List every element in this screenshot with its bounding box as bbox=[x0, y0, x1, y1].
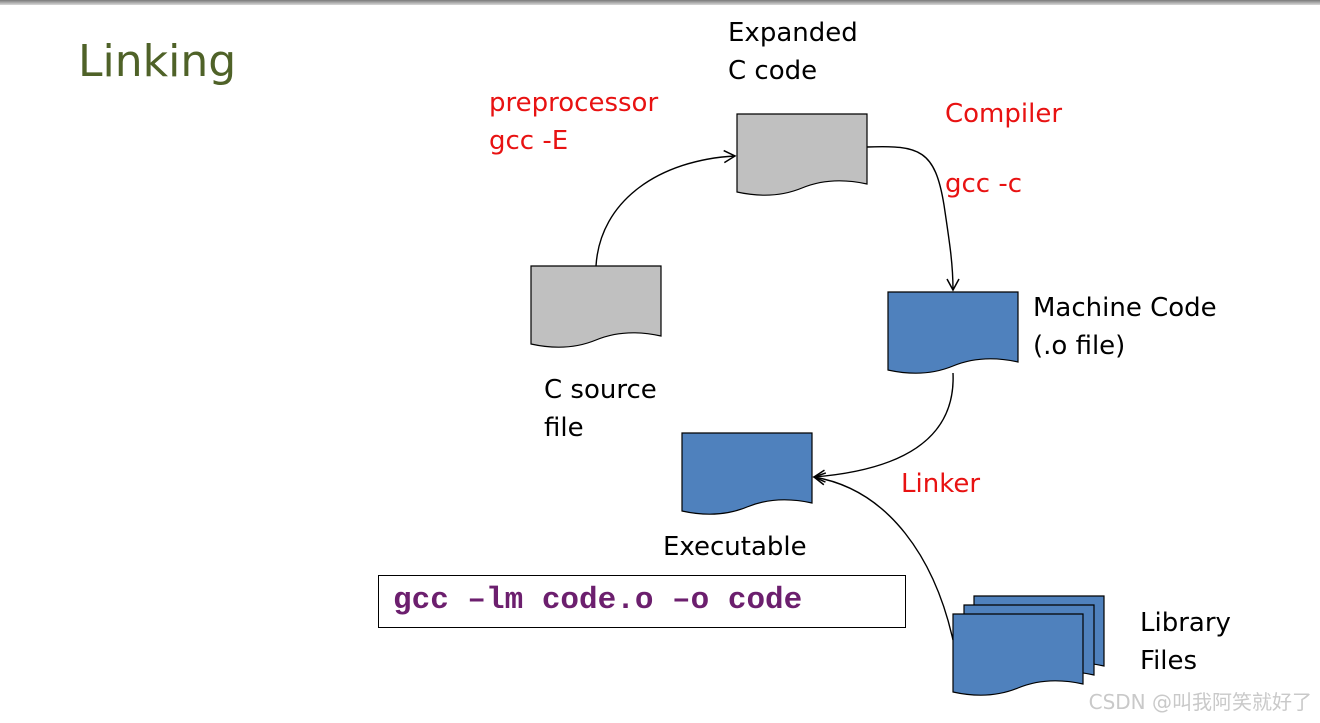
preprocessor-label: preprocessor gcc -E bbox=[489, 88, 659, 156]
preprocessor-arrow bbox=[595, 149, 737, 267]
slide-top-border bbox=[0, 0, 1320, 5]
executable-doc bbox=[681, 432, 813, 515]
compiler-arrow bbox=[866, 145, 960, 292]
compiler-label: Compiler bbox=[945, 99, 1063, 129]
library-to-executable-arrow bbox=[812, 472, 954, 641]
executable-label: Executable bbox=[663, 532, 807, 562]
linker-label: Linker bbox=[901, 469, 981, 499]
expanded-c-code-label: Expanded C code bbox=[728, 18, 858, 86]
c-source-file-doc bbox=[530, 265, 662, 348]
expanded-c-code-doc bbox=[736, 113, 868, 196]
slide-title: Linking bbox=[78, 36, 237, 87]
c-source-file-label: C source file bbox=[544, 375, 657, 443]
watermark-text: CSDN @叫我阿笑就好了 bbox=[1088, 690, 1312, 714]
library-doc-front bbox=[952, 613, 1084, 696]
command-box: gcc –lm code.o –o code bbox=[378, 575, 906, 628]
machine-code-doc bbox=[887, 291, 1019, 374]
gcc-command-text: gcc –lm code.o –o code bbox=[393, 583, 803, 618]
machine-to-executable-arrow bbox=[812, 372, 954, 483]
library-files-label: Library Files bbox=[1140, 608, 1231, 676]
compiler-command-label: gcc -c bbox=[945, 169, 1023, 199]
machine-code-label: Machine Code (.o file) bbox=[1033, 293, 1217, 361]
